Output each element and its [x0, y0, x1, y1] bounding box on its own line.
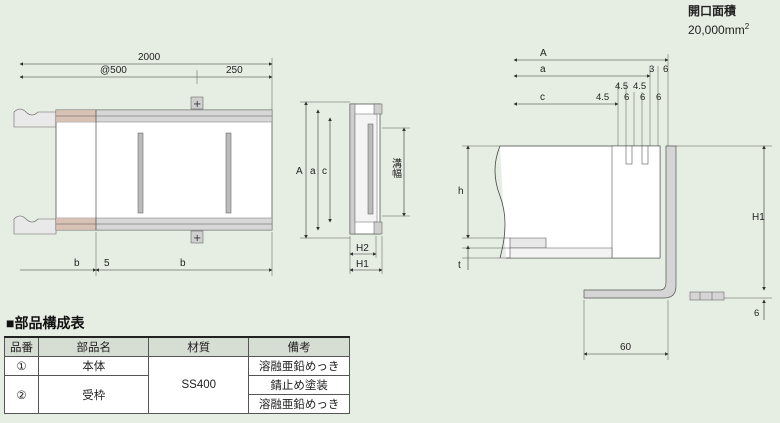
dim-6-c: 6 [656, 92, 661, 103]
cell-name: 受枠 [38, 375, 150, 414]
dim-6-b: 6 [640, 92, 645, 103]
dim-H1: H1 [356, 259, 369, 270]
dim-b-left: b [74, 258, 80, 269]
parts-table: 品番 部品名 材質 備考 ① 本体 SS400 溶融亜鉛めっき ② 受枠 錆止め… [3, 336, 350, 414]
table-header-row: 品番 部品名 材質 備考 [3, 336, 350, 357]
dim-60: 60 [620, 342, 632, 353]
header-material: 材質 [148, 336, 250, 357]
dim-a: a [310, 166, 316, 177]
table-row: 溶融亜鉛めっき [5, 394, 350, 414]
dim-A: A [296, 166, 303, 177]
header-name: 部品名 [38, 336, 150, 357]
dim-6-a: 6 [624, 92, 629, 103]
cell-material: SS400 [148, 356, 250, 414]
dim-c: c [540, 92, 545, 103]
cell-note: 溶融亜鉛めっき [248, 394, 350, 414]
open-area-unit-sup: 2 [744, 22, 750, 31]
cell-no: ② [3, 375, 40, 414]
svg-text:+: + [193, 233, 201, 244]
open-area-number: 20,000 [688, 23, 725, 37]
dim-H1: H1 [752, 212, 765, 223]
dim-c: c [322, 166, 327, 177]
dim-4-5-b: 4.5 [633, 81, 646, 92]
dim-4-5-a: 4.5 [615, 81, 628, 92]
dim-b-right: b [180, 258, 186, 269]
dim-H2: H2 [356, 243, 369, 254]
dim-a: a [540, 64, 546, 75]
header-note: 備考 [248, 336, 350, 357]
dim-4-5-c: 4.5 [596, 92, 609, 103]
dim-A: A [540, 48, 547, 59]
header-no: 品番 [3, 336, 40, 357]
svg-text:+: + [193, 99, 201, 110]
dim-6-side: 6 [754, 308, 759, 319]
open-area-info: 開口面積 20,000mm2 [688, 4, 749, 38]
cell-note: 溶融亜鉛めっき [248, 356, 350, 376]
cell-note: 錆止め塗装 [248, 375, 350, 395]
open-area-unit: mm [724, 23, 745, 37]
detail-view: A a 3 6 4.5 4.5 c 4.5 6 6 6 [458, 48, 772, 360]
dim-t: t [458, 260, 461, 271]
dim-h: h [458, 186, 464, 197]
plan-view: 2000 @500 250 + + b 5 b [13, 52, 273, 276]
dim-250: 250 [226, 65, 243, 76]
dim-pitch: @500 [100, 65, 127, 76]
dim-2000: 2000 [138, 52, 161, 63]
cell-name: 本体 [38, 356, 150, 376]
cell-no: ① [3, 356, 40, 376]
dim-5: 5 [104, 258, 110, 269]
section-view: A a c 溝幅 H2 H1 [296, 101, 410, 274]
table-row: ① 本体 SS400 溶融亜鉛めっき [3, 356, 350, 414]
open-area-label: 開口面積 [688, 4, 737, 18]
table-row: ② 受枠 錆止め塗装 [3, 375, 350, 414]
label-groove-width: 溝幅 [390, 157, 402, 179]
open-area-value: 20,000mm2 [688, 19, 749, 38]
parts-table-title: ■部品構成表 [6, 315, 85, 331]
dim-3: 3 [649, 64, 654, 75]
dim-6-top: 6 [663, 64, 668, 75]
